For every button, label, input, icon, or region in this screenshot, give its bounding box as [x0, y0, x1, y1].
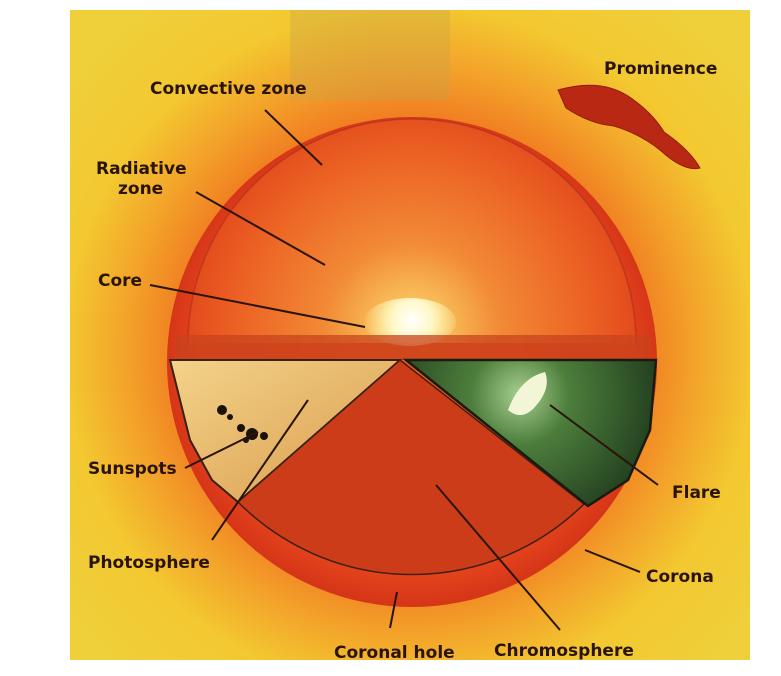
label-radiative-zone-line2: zone [118, 179, 163, 199]
label-corona: Corona [646, 567, 714, 587]
smudged-top-band [290, 10, 450, 100]
equator-band [175, 335, 650, 359]
label-core: Core [98, 271, 142, 291]
label-photosphere: Photosphere [88, 553, 210, 573]
label-coronal-hole: Coronal hole [334, 643, 455, 663]
label-chromosphere: Chromosphere [494, 641, 634, 661]
label-flare: Flare [672, 483, 721, 503]
label-convective-zone: Convective zone [150, 79, 307, 99]
label-radiative-zone-line1: Radiative [96, 159, 187, 179]
label-sunspots: Sunspots [88, 459, 177, 479]
label-prominence: Prominence [604, 59, 717, 79]
